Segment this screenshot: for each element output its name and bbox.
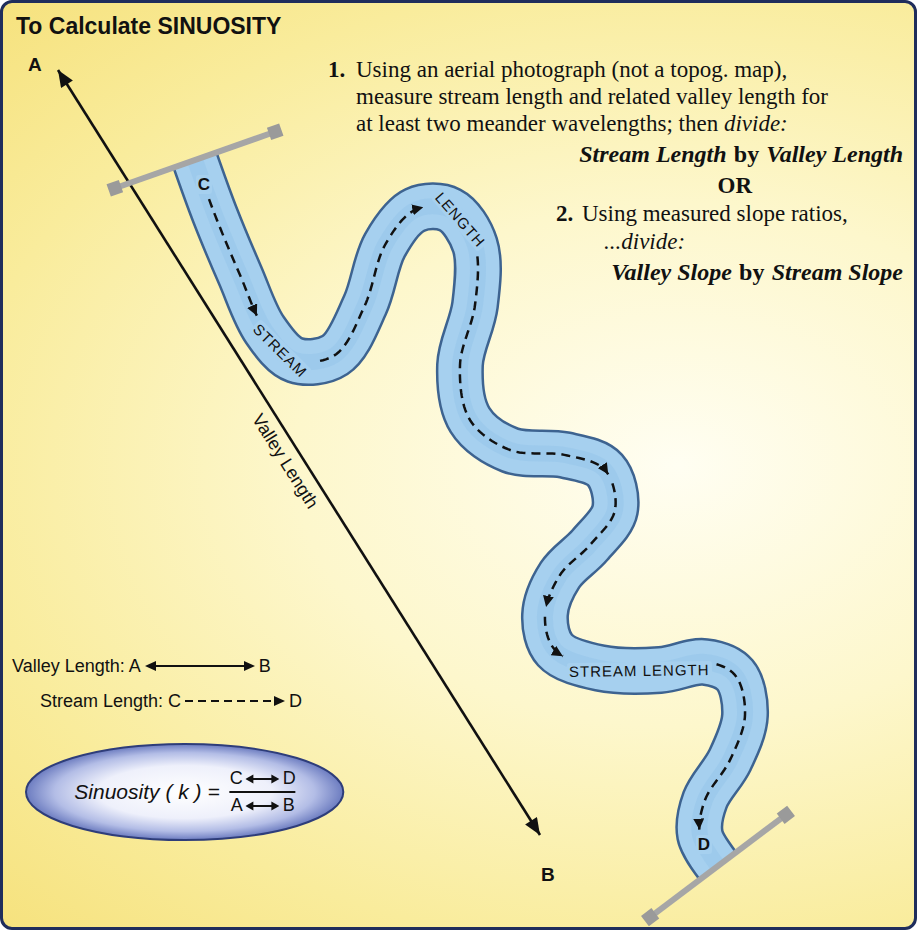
text-label: OR [718,173,753,198]
dashed-arrow-symbol [185,694,285,708]
text-label: Using measured slope ratios, [582,201,848,226]
fraction: CDAB [230,768,296,816]
cross-section-bar [107,123,284,196]
stream-flow-arrow [209,199,257,316]
stream-flow-arrow [545,617,563,656]
double-arrow-symbol [246,800,280,812]
text-label: Stream Length: C [40,690,181,712]
stream-flow-arrow [546,483,616,606]
step-text: Using measured slope ratios, [582,200,848,227]
formula-letter: A [231,795,243,816]
step-text: Using an aerial photograph (not a topog.… [356,56,840,137]
stream-flow-arrow [320,207,423,361]
cross-section-bar [641,806,795,927]
formula-letter: D [283,768,296,789]
key-row: Stream Length: C D [40,690,302,712]
text-label: B [259,655,271,677]
step-text: ...divide: [604,228,685,255]
text-label: 1. [328,57,345,82]
point-label: B [541,864,555,886]
stream-length-label: STREAM LENGTH [567,661,712,680]
formula-letter: C [230,768,243,789]
formula-ellipse: Sinuosity ( k ) =CDAB [24,742,345,842]
text-label: A [28,54,42,75]
text-label: Valley Length: A [12,655,141,677]
text-label: D [289,690,302,712]
or-word: OR [718,172,753,199]
formula: Sinuosity ( k ) =CDAB [74,768,295,816]
text-label: divide: [724,111,788,136]
stream-flow-arrow [699,664,745,829]
double-arrow-symbol [246,773,280,785]
double-arrow-symbol [145,659,255,673]
point-label: A [28,54,42,76]
text-label: Valley Length [766,141,903,167]
text-label: Stream Slope [772,259,903,285]
denominator: AB [231,793,295,816]
step-number: 2. [556,200,573,227]
step-number: 1. [328,56,345,83]
point-label: C [196,175,212,194]
text-label: B [541,864,555,885]
point-label: D [696,835,712,854]
text-label: 2. [556,201,573,226]
numerator: CD [230,768,296,793]
key-row: Valley Length: A B [12,655,271,677]
formula-words: Valley Slope by Stream Slope [611,258,903,286]
text-label: Stream Length [579,141,726,167]
title-text: To Calculate SINUOSITY [16,12,281,40]
text-label: by [739,259,764,285]
text-label: by [734,141,759,167]
text-label: ...divide: [604,229,685,254]
formula-words: Stream Length by Valley Length [579,140,903,168]
valley-length-label: Valley Length [248,410,323,512]
stream-flow-arrow [460,256,608,474]
formula-text: Sinuosity ( k ) = [74,780,219,804]
formula-letter: B [283,795,295,816]
text-label: Valley Slope [611,259,732,285]
